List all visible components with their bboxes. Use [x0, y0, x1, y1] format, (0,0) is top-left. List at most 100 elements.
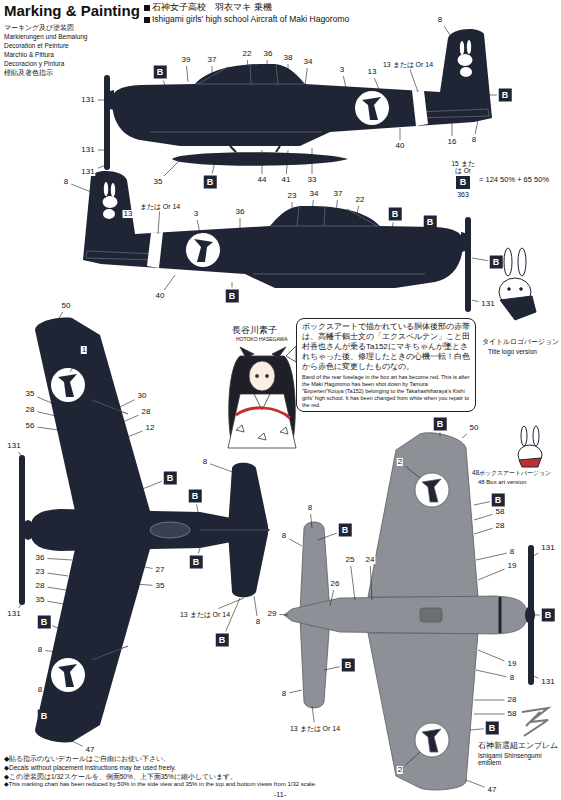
note-text: ◆貼る指示のないデカールはご自由にお使い下さい。 — [4, 755, 170, 763]
top-view — [51, 658, 85, 692]
leader-line — [140, 481, 162, 490]
leader-line — [187, 66, 188, 82]
speech-bubble: ボックスアートで描かれている胴体後部の赤帯は、高幡千鶴士文の「エクスペルテン」こ… — [296, 318, 476, 412]
note-text: Ishigami girls' high school Aircraft of … — [152, 15, 349, 24]
callout-number: 131 — [540, 678, 555, 686]
title-logo-rabbit — [499, 248, 536, 320]
callout-number: 37 — [333, 190, 344, 198]
callout-number: 3 — [339, 66, 345, 74]
title-logo-rabbit — [508, 288, 511, 291]
leader-line — [71, 184, 106, 198]
callout-number: 35 — [25, 390, 36, 398]
color-letter: B — [545, 610, 552, 620]
note-text: ◆この塗装図は1/32スケールを、側面50%、上下面35%に縮小しています。 — [4, 773, 237, 780]
character-illustration — [228, 346, 296, 448]
character-illustration — [266, 375, 269, 378]
leader-line — [164, 160, 180, 176]
header-marks — [144, 5, 150, 11]
callout-number: 8 — [202, 458, 208, 466]
leader-line — [212, 162, 215, 174]
leader-line — [318, 533, 337, 540]
bottom-view — [368, 433, 478, 597]
title-logo-rabbit — [520, 288, 523, 291]
callout-number: 33 — [307, 176, 318, 184]
leader-line — [163, 81, 166, 89]
leader-line — [114, 400, 135, 410]
leader-line — [52, 712, 58, 714]
leader-line — [289, 539, 302, 546]
leader-line — [47, 601, 64, 604]
box-art-rabbit — [518, 426, 542, 467]
leader-line — [292, 202, 293, 212]
shinsengumi-emblem — [522, 708, 548, 736]
leader-line — [324, 667, 340, 670]
box-art-rabbit — [519, 458, 541, 467]
leader-line — [279, 614, 288, 616]
leader-line — [474, 502, 490, 505]
color-letter: B — [157, 67, 164, 77]
page-title: Marking & Painting — [4, 2, 140, 19]
leader-line — [400, 128, 401, 140]
callout-number: 28 — [141, 408, 152, 416]
leader-line — [286, 150, 288, 174]
callout-number: 13 または Or 14 — [382, 61, 434, 68]
leader-line — [472, 258, 488, 261]
note-text: Decoration et Peinture — [4, 42, 69, 49]
leader-line — [47, 558, 72, 560]
note-text: Band of the rear fuselage in the box art… — [302, 374, 470, 408]
color-letter: B — [493, 257, 500, 267]
leader-line — [212, 66, 213, 78]
note-text: Ishigami Shinsengumi emblem — [478, 752, 558, 766]
color-letter: B — [502, 90, 509, 100]
leader-line — [58, 312, 63, 320]
note-text: 石神新選組エンブレム — [478, 742, 558, 750]
color-callout-box: B — [216, 634, 229, 647]
leader-line — [254, 596, 257, 616]
leader-line — [98, 165, 106, 168]
top-view — [22, 520, 34, 540]
leader-line — [72, 741, 83, 746]
leader-line — [466, 780, 485, 787]
callout-number: 8 — [509, 548, 515, 556]
color-letter: B — [41, 711, 48, 721]
leader-line — [218, 598, 244, 609]
character-illustration — [236, 408, 290, 418]
leader-line — [476, 670, 507, 677]
top-view — [35, 318, 150, 512]
leader-line — [533, 553, 538, 556]
color-mix: = 124 50% + 65 50% — [479, 175, 549, 184]
color-column: 15 または OrB363 — [450, 160, 476, 199]
callout-number: 22 — [355, 196, 366, 204]
color-number: 363 — [457, 191, 469, 199]
note-text: マーキング及び塗装図 — [4, 24, 74, 32]
note-text: 石神女子高校 羽衣マキ 乗機 — [152, 3, 272, 13]
callout-number: 36 — [235, 208, 246, 216]
leader-line — [462, 434, 467, 438]
callout-number: 2 — [397, 458, 403, 466]
leader-line — [472, 300, 478, 302]
leader-line — [37, 427, 58, 430]
bottom-view — [284, 596, 527, 634]
leader-line — [478, 650, 505, 661]
color-number: 15 または Or — [450, 160, 476, 174]
leader-line — [210, 464, 238, 474]
leader-line — [312, 148, 313, 174]
callout-number: 50 — [469, 424, 480, 432]
callout-number: 36 — [35, 554, 46, 562]
callout-number: 131 — [540, 544, 555, 552]
color-callout-box: B — [38, 616, 51, 629]
color-callout-box: B — [38, 710, 51, 723]
callout-number: または Or 14 — [139, 203, 181, 210]
color-callout-box: B — [154, 66, 167, 79]
leader-line — [130, 220, 134, 236]
callout-number: 58 — [495, 508, 506, 516]
side-view-right — [83, 171, 471, 312]
leader-line — [158, 212, 160, 235]
leader-line — [312, 706, 314, 723]
title-logo-rabbit — [500, 296, 536, 320]
callout-number: 8 — [63, 178, 69, 186]
color-letter: B — [392, 209, 399, 219]
note-text: 標貼及著色指示 — [4, 69, 53, 76]
color-letter: B — [489, 723, 496, 733]
callout-number: 38 — [283, 54, 294, 62]
